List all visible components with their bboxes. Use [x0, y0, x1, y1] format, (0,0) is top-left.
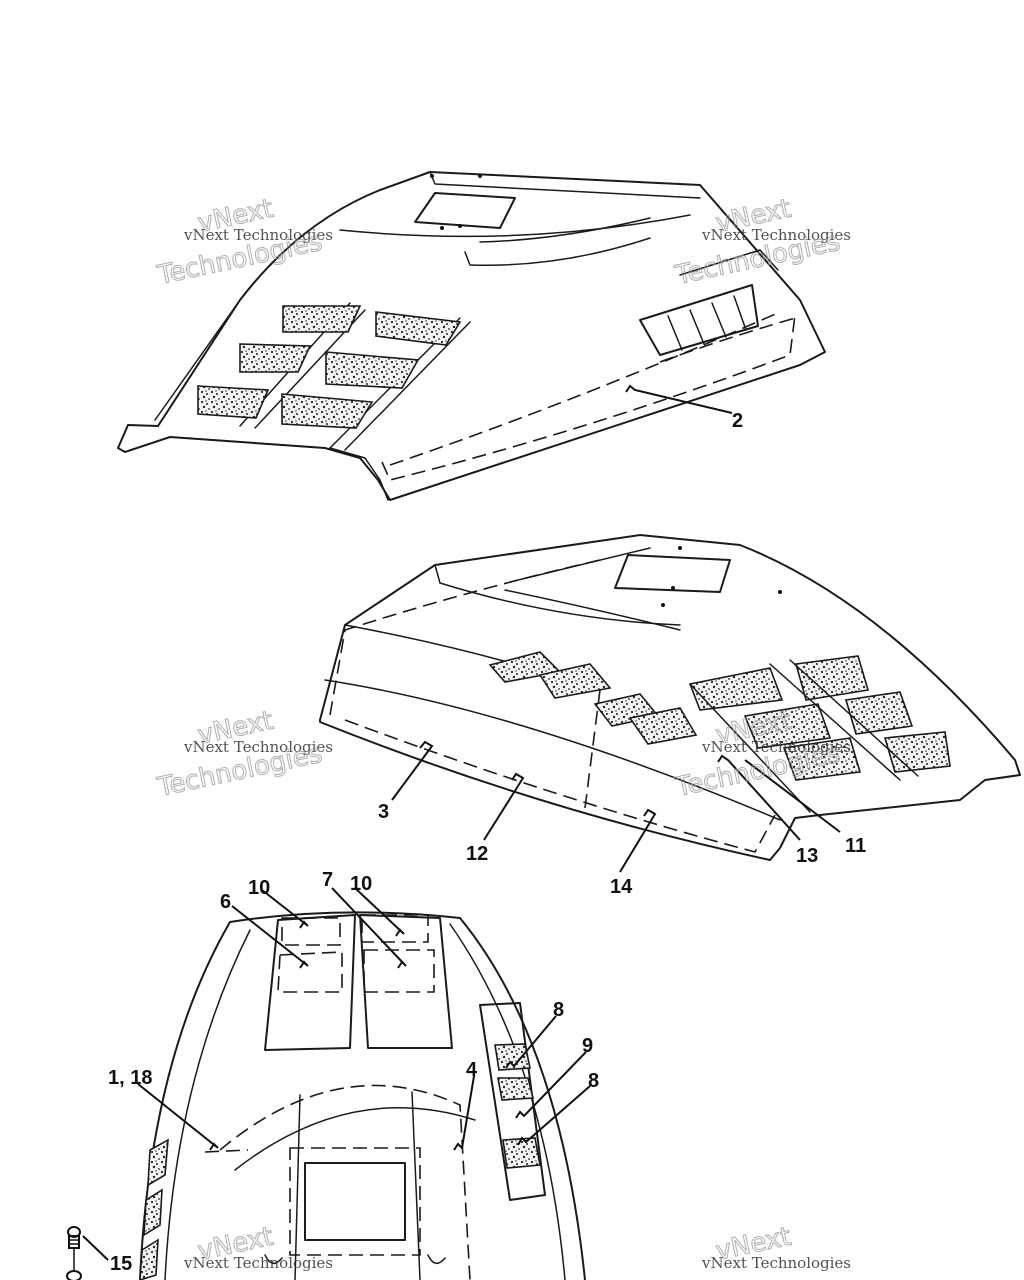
callout-15: 15 — [110, 1253, 132, 1275]
callout-14: 14 — [610, 876, 633, 898]
callout-12: 12 — [466, 843, 488, 865]
hood-bottom-view — [66, 911, 586, 1280]
callout-3: 3 — [378, 801, 389, 823]
callout-1-18: 1, 18 — [108, 1067, 152, 1089]
callout-10-right: 10 — [350, 873, 372, 895]
callout-8-top: 8 — [553, 999, 564, 1021]
callout-4: 4 — [466, 1059, 478, 1081]
leader-lines — [82, 384, 841, 1261]
callout-7: 7 — [322, 869, 333, 891]
hood-top-view — [117, 171, 826, 501]
callout-13: 13 — [796, 845, 818, 867]
watermark-text: vNext Technologies — [701, 1254, 851, 1272]
watermark: vNext vNext Technologies — [183, 1221, 333, 1272]
callout-6: 6 — [220, 891, 231, 913]
callouts: 2 3 12 14 13 11 10 7 10 6 8 9 8 4 1, 18 … — [108, 410, 866, 1275]
watermark: vNext vNext Technologies Technologies — [154, 705, 333, 803]
callout-2: 2 — [732, 410, 743, 432]
hood-middle-view — [319, 534, 1021, 861]
fastener-part — [66, 1226, 82, 1280]
watermark: vNext vNext Technologies — [701, 1221, 851, 1272]
watermark-text: vNext Technologies — [183, 1254, 333, 1272]
callout-11: 11 — [845, 835, 866, 857]
watermark-text: vNext Technologies — [701, 738, 851, 756]
callout-10-left: 10 — [248, 877, 270, 899]
watermark: vNext vNext Technologies Technologies — [154, 193, 333, 291]
callout-9: 9 — [582, 1035, 593, 1057]
watermark-text: vNext Technologies — [183, 738, 333, 756]
watermark-text: vNext Technologies — [183, 226, 333, 244]
watermark-text: vNext Technologies — [701, 226, 851, 244]
callout-8-bottom: 8 — [588, 1070, 599, 1092]
watermark: vNext vNext Technologies Technologies — [672, 193, 851, 291]
